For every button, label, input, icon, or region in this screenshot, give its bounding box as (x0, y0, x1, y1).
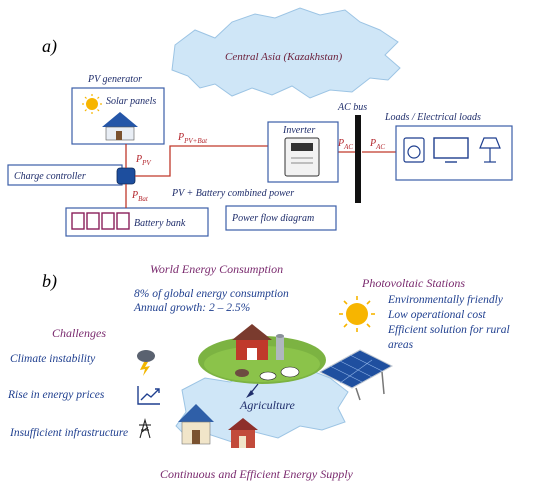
world-line-2: Annual growth: 2 – 2.5% (133, 302, 250, 314)
ac-bus-bar (355, 115, 361, 203)
pv-line-1: Environmentally friendly (387, 294, 504, 306)
agriculture-label: Agriculture (239, 398, 296, 412)
panel-b-label: b) (42, 271, 57, 292)
panel-a-label: a) (42, 36, 57, 57)
solar-panel-icon (318, 349, 394, 401)
world-title: World Energy Consumption (150, 262, 283, 276)
loads-label: Loads / Electrical loads (384, 112, 481, 123)
inverter-label: Inverter (282, 125, 315, 136)
p-ac-left-label: PAC (337, 138, 353, 151)
world-line-1: 8% of global energy consumption (134, 288, 289, 300)
footer-label: Continuous and Efficient Energy Supply (160, 467, 354, 481)
ac-bus-label: AC bus (337, 102, 367, 113)
tv-icon (433, 137, 469, 163)
pv-line-3: Efficient solution for rural (387, 324, 510, 336)
map-label: Central Asia (Kazakhstan) (225, 51, 342, 63)
p-ac-right-label: PAC (369, 138, 385, 151)
kazakhstan-map (171, 7, 401, 99)
challenge-3: Insufficient infrastructure (9, 427, 128, 439)
power-flow-label: Power flow diagram (231, 213, 314, 224)
power-flow-box (225, 205, 337, 231)
charge-controller-icon (116, 167, 136, 185)
challenge-2: Rise in energy prices (7, 389, 105, 401)
power-wires (125, 144, 396, 208)
sun-icon (339, 296, 375, 332)
p-pv-bat-label: PPV+Bat (177, 132, 208, 145)
arrow-head (246, 390, 254, 398)
charge-controller-label: Charge controller (14, 171, 86, 182)
battery-bank-label: Battery bank (134, 218, 186, 229)
sun-icon (82, 94, 102, 114)
storm-cloud-icon (137, 350, 155, 376)
p-pv-label: PPV (135, 154, 151, 167)
pv-line-2: Low operational cost (387, 309, 487, 321)
house-solar-icon (102, 112, 138, 141)
challenge-1: Climate instability (10, 353, 96, 365)
p-bat-label: PBat (131, 190, 149, 203)
farm-icon (198, 324, 326, 384)
lamp-icon (479, 137, 501, 163)
pv-stations-title: Photovoltaic Stations (361, 276, 465, 290)
houses-icon (178, 404, 258, 448)
combined-power-label: PV + Battery combined power (171, 188, 294, 199)
inverter-icon (284, 137, 320, 177)
rising-chart-icon (137, 386, 160, 405)
solar-panels-label: Solar panels (106, 96, 156, 107)
challenges-title: Challenges (52, 326, 106, 340)
battery-icon (71, 212, 130, 230)
pv-generator-label: PV generator (87, 74, 142, 85)
power-tower-icon (139, 417, 151, 439)
pv-line-4: areas (388, 339, 414, 351)
washing-machine-icon (403, 137, 425, 163)
